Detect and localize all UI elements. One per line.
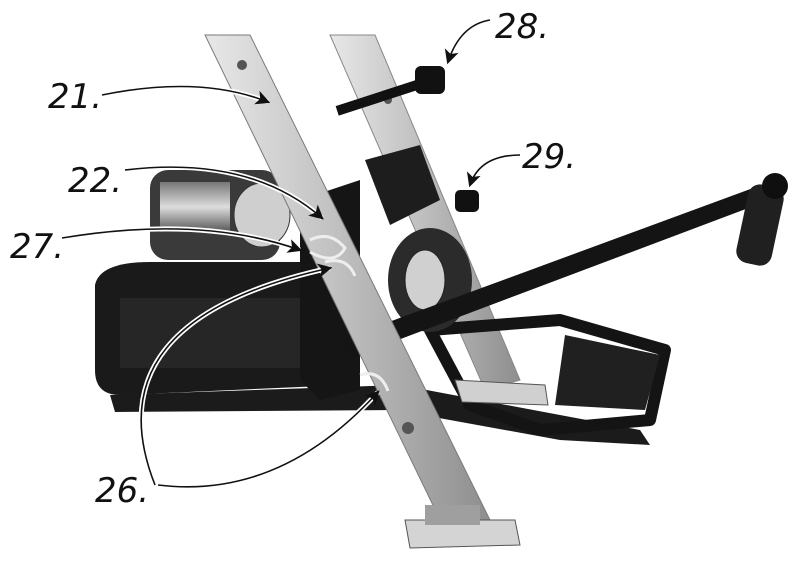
callout-26: 26. — [95, 471, 149, 511]
front-rail-hole-top — [237, 60, 247, 70]
knob-29 — [455, 190, 479, 212]
leader-28 — [448, 20, 490, 62]
leader-29 — [470, 155, 520, 185]
callout-28: 28. — [495, 7, 549, 47]
rear-rail-foot — [455, 380, 548, 405]
rail-foot-clamp — [425, 505, 480, 525]
crank-hub — [762, 173, 788, 199]
callout-22: 22. — [68, 161, 122, 201]
callout-27: 27. — [10, 227, 64, 267]
callout-29: 29. — [522, 137, 576, 177]
motor-cooling-fins — [160, 182, 230, 232]
knob-28 — [415, 66, 445, 94]
winch-drum-face — [405, 250, 445, 310]
front-rail-hole-bottom — [402, 422, 414, 434]
callout-21: 21. — [48, 77, 102, 117]
